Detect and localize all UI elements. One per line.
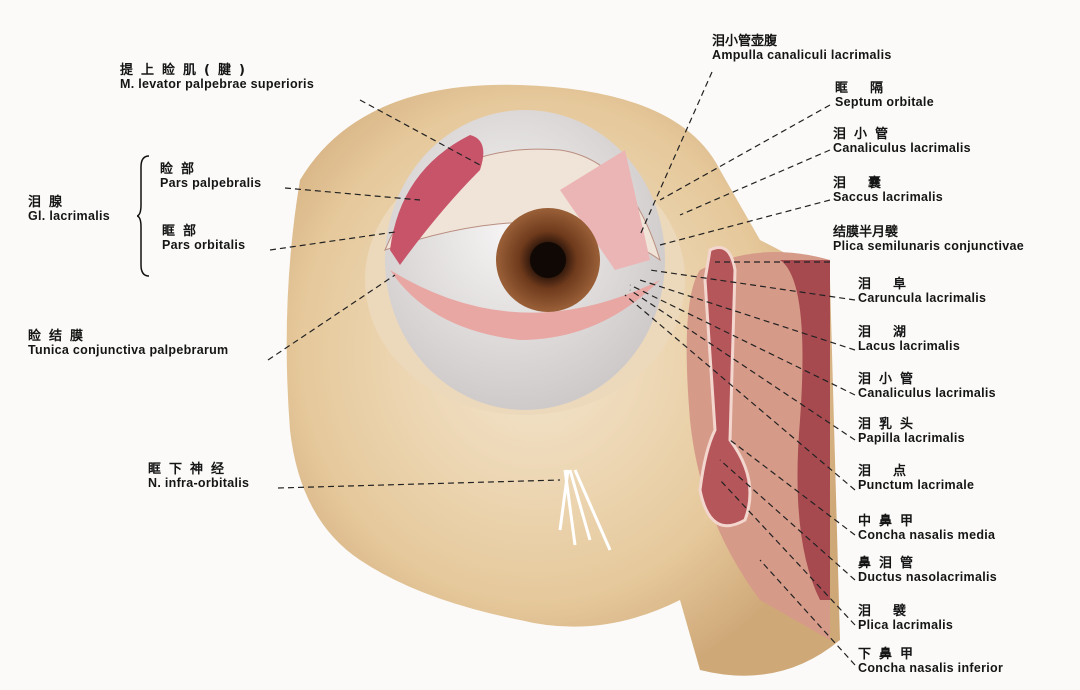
label-levator: 提上睑肌(腱)M. levator palpebrae superioris	[120, 64, 314, 91]
label-la: Pars orbitalis	[162, 237, 246, 252]
label-zh: 泪小管	[833, 127, 897, 142]
label-la: Saccus lacrimalis	[833, 189, 944, 204]
label-la: Canaliculus lacrimalis	[833, 140, 971, 155]
label-zh: 提上睑肌(腱)	[120, 63, 253, 78]
label-la: Papilla lacrimalis	[858, 430, 965, 445]
label-zh: 眶下神经	[148, 462, 233, 477]
label-zh: 泪小管壶腹	[712, 34, 778, 49]
label-la: Punctum lacrimale	[858, 477, 975, 492]
label-zh: 中鼻甲	[858, 514, 922, 529]
gland-brace	[137, 155, 150, 277]
label-zh: 泪阜	[858, 277, 929, 292]
nasolacrimal-duct	[698, 246, 752, 528]
label-zh: 泪乳头	[858, 417, 922, 432]
label-zh: 泪小管	[858, 372, 922, 387]
label-zh: 泪襞	[858, 604, 929, 619]
label-zh: 结膜半月襞	[833, 225, 899, 240]
label-la: Septum orbitale	[835, 94, 934, 109]
concha	[780, 260, 830, 600]
label-la: Tunica conjunctiva palpebrarum	[28, 342, 229, 357]
label-la: M. levator palpebrae superioris	[120, 76, 315, 91]
label-la: Concha nasalis inferior	[858, 660, 1004, 675]
pupil	[530, 242, 566, 278]
label-zh: 泪湖	[858, 325, 929, 340]
label-zh: 鼻泪管	[858, 556, 922, 571]
label-la: Canaliculus lacrimalis	[858, 385, 996, 400]
infraorbital-nerve	[558, 469, 612, 551]
label-la: Pars palpebralis	[160, 175, 262, 190]
leader-lines	[267, 71, 856, 666]
lacrimal-gland	[390, 135, 484, 265]
label-la: Gl. lacrimalis	[28, 208, 111, 223]
label-zh: 眶部	[162, 224, 205, 239]
label-zh: 泪腺	[28, 195, 71, 210]
label-zh: 下鼻甲	[858, 647, 922, 662]
label-la: Plica semilunaris conjunctivae	[833, 238, 1025, 253]
label-la: Ductus nasolacrimalis	[858, 569, 997, 584]
lower-conjunctiva	[390, 270, 660, 340]
label-zh: 眶隔	[835, 81, 906, 96]
label-zh: 泪点	[858, 464, 929, 479]
label-zh: 泪囊	[833, 176, 904, 191]
label-la: Plica lacrimalis	[858, 617, 954, 632]
label-la: N. infra-orbitalis	[148, 475, 250, 490]
label-zh: 睑部	[160, 162, 203, 177]
label-la: Caruncula lacrimalis	[858, 290, 987, 305]
label-la: Concha nasalis media	[858, 527, 996, 542]
label-la: Ampulla canaliculi lacrimalis	[712, 47, 892, 62]
label-zh: 睑结膜	[28, 329, 92, 344]
medial-conjunctiva	[560, 150, 650, 270]
label-la: Lacus lacrimalis	[858, 338, 961, 353]
